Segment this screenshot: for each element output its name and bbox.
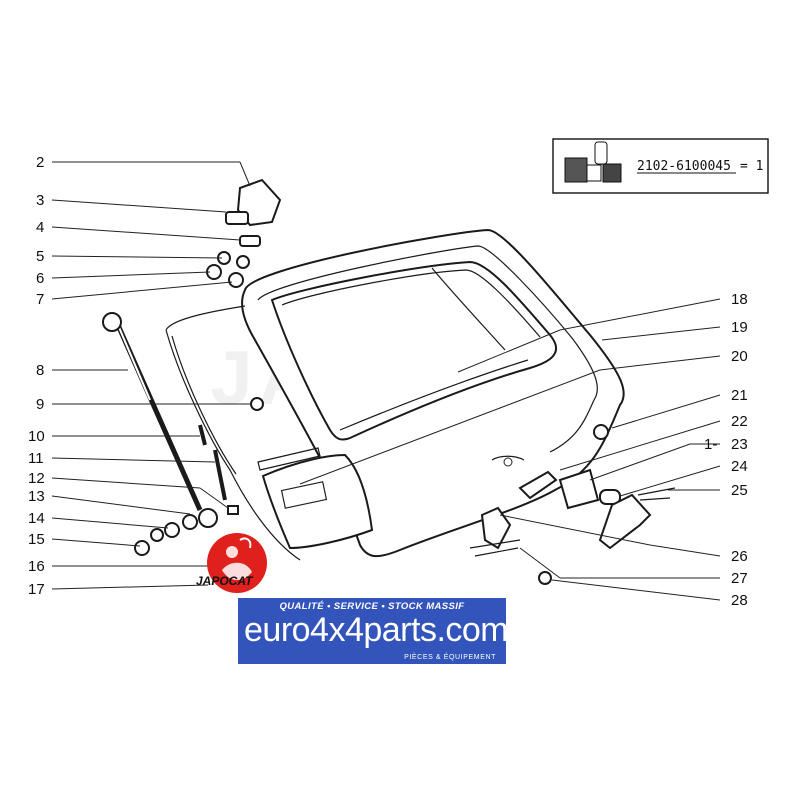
callout-22: 22 <box>731 413 748 430</box>
callouts-right: 18 19 20 21 22 1- 23 24 25 26 27 28 <box>704 291 748 609</box>
leader-lines-right <box>299 298 721 601</box>
banner-main-text: euro4x4parts.com <box>244 611 506 649</box>
callout-24: 24 <box>731 458 748 475</box>
callout-8: 8 <box>36 362 44 379</box>
japocat-logo-icon <box>207 533 267 593</box>
callout-14: 14 <box>28 510 45 527</box>
callout-18: 18 <box>731 291 748 308</box>
callout-4: 4 <box>36 219 44 236</box>
callout-5: 5 <box>36 248 44 265</box>
part-number-suffix: = 1 <box>740 159 763 174</box>
gas-strut <box>102 312 203 512</box>
japocat-logo-text: JAPOCAT <box>196 574 253 588</box>
callouts-left: 2 3 4 5 6 7 8 9 10 11 12 13 14 15 16 17 <box>28 154 45 598</box>
callout-25: 25 <box>731 482 748 499</box>
callout-26: 26 <box>731 548 748 565</box>
callout-13: 13 <box>28 488 45 505</box>
callout-28: 28 <box>731 592 748 609</box>
callout-23: 23 <box>731 436 748 453</box>
callout-16: 16 <box>28 558 45 575</box>
callout-12: 12 <box>28 470 45 487</box>
banner-subtext: PIÈCES & ÉQUIPEMENT <box>404 654 496 661</box>
callout-7: 7 <box>36 291 44 308</box>
callout-9: 9 <box>36 396 44 413</box>
callout-20: 20 <box>731 348 748 365</box>
reference-box: 2102-6100045 = 1 <box>552 138 769 194</box>
callout-15: 15 <box>28 531 45 548</box>
euro4x4parts-banner: QUALITÉ • SERVICE • STOCK MASSIF euro4x4… <box>238 598 506 664</box>
leader-lines-left <box>51 161 252 590</box>
part-number: 2102-6100045 <box>637 159 731 174</box>
callout-10: 10 <box>28 428 45 445</box>
callout-21: 21 <box>731 387 748 404</box>
callout-6: 6 <box>36 270 44 287</box>
small-parts-left <box>134 178 282 556</box>
callout-3: 3 <box>36 192 44 209</box>
callout-2: 2 <box>36 154 44 171</box>
tailgate-door <box>241 228 625 558</box>
weather-seal <box>165 305 301 561</box>
lock-assembly <box>469 424 676 585</box>
callout-27: 27 <box>731 570 748 587</box>
callout-17: 17 <box>28 581 45 598</box>
callout-11: 11 <box>28 450 44 467</box>
callout-23-prefix: 1- <box>704 436 717 453</box>
callout-19: 19 <box>731 319 748 336</box>
banner-tagline: QUALITÉ • SERVICE • STOCK MASSIF <box>279 601 465 612</box>
